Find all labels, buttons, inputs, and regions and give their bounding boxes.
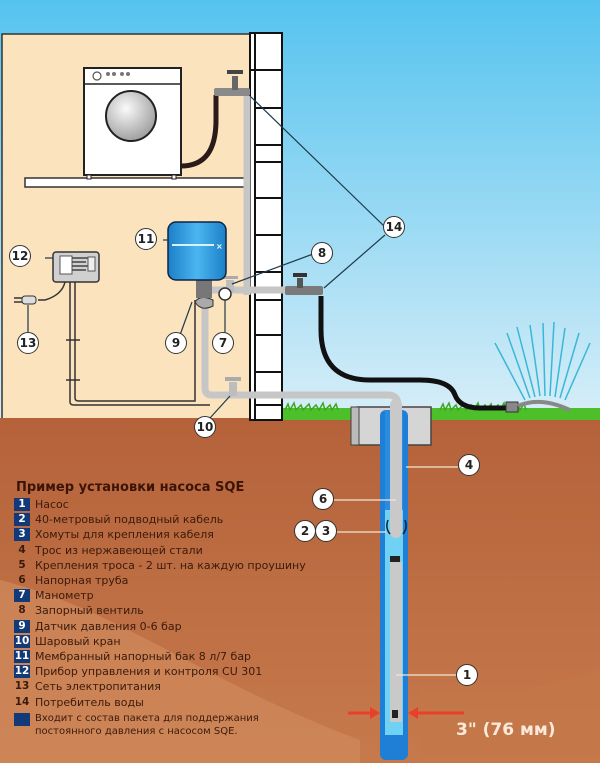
legend-item-text: Запорный вентиль	[35, 604, 144, 618]
bottom-border	[0, 763, 600, 780]
callout-11: 11	[135, 228, 157, 250]
legend-item-number: 7	[14, 589, 30, 603]
pressure-gauge	[218, 287, 232, 301]
grass-blades	[284, 401, 339, 412]
legend-item: 12 Прибор управления и контроля CU 301	[14, 664, 314, 679]
pump-top	[390, 556, 400, 562]
legend: Пример установки насоса SQE 1 Насос 2 40-ме…	[14, 480, 314, 738]
legend-item-number: 4	[18, 543, 26, 556]
pump-bottom	[392, 710, 398, 718]
legend-item-number: 2	[14, 513, 30, 527]
legend-items: 1 Насос 2 40-метровый подводный кабель 3 Хому…	[14, 497, 314, 710]
legend-item: 10 Шаровый кран	[14, 634, 314, 649]
legend-item: 8 Запорный вентиль	[14, 603, 314, 618]
outdoor-tap	[285, 273, 323, 295]
legend-item-text: Шаровый кран	[35, 634, 121, 648]
legend-item-text: Прибор управления и контроля CU 301	[35, 665, 263, 679]
legend-item-number: 6	[18, 574, 26, 587]
well-diameter-label: 3" (76 мм)	[456, 720, 556, 740]
legend-item: 7 Манометр	[14, 588, 314, 603]
legend-item: 11 Мембранный напорный бак 8 л/7 бар	[14, 649, 314, 664]
garden-hose	[318, 296, 510, 411]
well-leader-lines	[334, 466, 458, 676]
legend-item-number: 9	[14, 619, 30, 633]
washing-machine	[83, 67, 182, 180]
legend-item-number: 12	[14, 665, 30, 679]
legend-item: 3 Хомуты для крепления кабеля	[14, 527, 314, 542]
legend-item: 2 40-метровый подводный кабель	[14, 512, 314, 527]
control-box	[52, 251, 100, 283]
legend-item-number: 1	[14, 498, 30, 511]
callout-8: 8	[311, 242, 333, 264]
legend-note-text: Входит с состав пакета для поддержания п…	[35, 712, 259, 737]
leader-lines	[27, 95, 386, 419]
power-plug	[14, 295, 37, 305]
callout-1: 1	[456, 664, 478, 686]
legend-item-text: Потребитель воды	[35, 695, 144, 709]
washing-machine-hose	[180, 95, 219, 169]
legend-item-text: Манометр	[35, 589, 94, 603]
legend-item-text: 40-метровый подводный кабель	[35, 513, 224, 527]
callout-14: 14	[383, 216, 405, 238]
legend-item: 6 Напорная труба	[14, 573, 314, 588]
legend-item-text: Мембранный напорный бак 8 л/7 бар	[35, 650, 252, 664]
tank-logo: ×	[216, 242, 223, 251]
tank-fitting	[196, 280, 212, 298]
legend-item: 14 Потребитель воды	[14, 695, 314, 710]
grass	[282, 408, 600, 420]
pressure-switch	[194, 296, 214, 309]
callout-12: 12	[9, 245, 31, 267]
soil-light-layer	[0, 580, 360, 763]
diameter-arrows	[348, 707, 464, 719]
callout-3: 3	[315, 520, 337, 542]
legend-item: 1 Насос	[14, 497, 314, 512]
sprinkler	[494, 321, 591, 413]
legend-item-number: 5	[18, 558, 26, 571]
legend-note: Входит с состав пакета для поддержания п…	[14, 712, 314, 738]
legend-item-number: 11	[14, 650, 30, 664]
legend-item-text: Насос	[35, 498, 69, 511]
legend-item-text: Трос из нержавеющей стали	[35, 543, 203, 557]
legend-item: 4 Трос из нержавеющей стали	[14, 543, 314, 558]
legend-item: 5 Крепления троса - 2 шт. на каждую проуш…	[14, 558, 314, 573]
membrane-tank	[167, 221, 227, 281]
shelf	[24, 177, 246, 188]
legend-item-number: 13	[14, 680, 30, 693]
legend-item-text: Крепления троса - 2 шт. на каждую проуши…	[35, 558, 306, 572]
cable-clamps	[386, 519, 407, 535]
soil-light-layer-right	[420, 670, 600, 763]
upper-tap	[214, 70, 250, 96]
legend-item-number: 8	[18, 604, 26, 617]
legend-item: 9 Датчик давления 0-6 бар	[14, 619, 314, 634]
callout-10: 10	[194, 416, 216, 438]
callout-13: 13	[17, 332, 39, 354]
callout-6: 6	[312, 488, 334, 510]
legend-item-text: Напорная труба	[35, 574, 129, 588]
callout-7: 7	[212, 332, 234, 354]
legend-item-number: 3	[14, 528, 30, 542]
legend-item-text: Хомуты для крепления кабеля	[35, 528, 214, 542]
callout-4: 4	[458, 454, 480, 476]
callout-9: 9	[165, 332, 187, 354]
control-cables	[38, 281, 210, 406]
legend-item-text: Сеть электропитания	[35, 680, 161, 694]
legend-item: 13 Сеть электропитания	[14, 679, 314, 694]
brick-wall	[249, 32, 283, 421]
legend-item-text: Датчик давления 0-6 бар	[35, 619, 182, 633]
pump	[390, 562, 402, 722]
shutoff-valve	[222, 276, 238, 292]
ball-valve	[225, 377, 241, 396]
package-marker-swatch	[14, 712, 30, 726]
legend-title: Пример установки насоса SQE	[16, 480, 245, 495]
legend-item-number: 10	[14, 634, 30, 648]
legend-item-number: 14	[14, 695, 30, 708]
